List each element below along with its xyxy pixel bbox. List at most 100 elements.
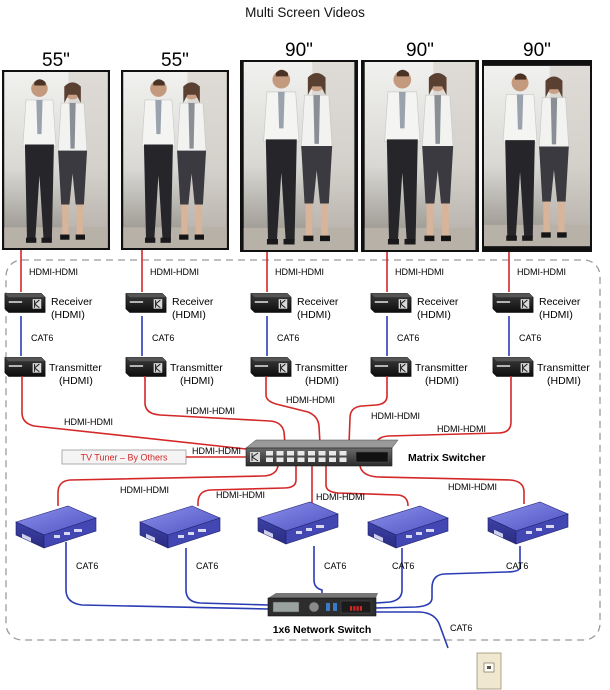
transmitter-sublabel: (HDMI): [425, 375, 459, 387]
receiver-sublabel: (HDMI): [172, 309, 206, 321]
transmitter-label: Transmitter: [170, 362, 223, 374]
cat6-link-player4: [375, 548, 403, 604]
transmitter-sublabel: (HDMI): [59, 375, 93, 387]
transmitter-sublabel: (HDMI): [547, 375, 581, 387]
cat6-label-player5: CAT6: [506, 561, 528, 571]
display-column-5: 90"HDMI-HDMIReceiver(HDMI)CAT6Transmitte…: [482, 40, 592, 387]
hdmi-link-tx1: [21, 376, 247, 450]
cat6-link-player1: [65, 542, 269, 610]
matrix-button: [266, 457, 273, 462]
matrix-button: [318, 451, 326, 456]
matrix-button: [276, 457, 284, 462]
receiver-device: [125, 292, 167, 314]
matrix-button: [297, 457, 305, 462]
receiver-sublabel: (HDMI): [539, 309, 573, 321]
display-column-2: 55"HDMI-HDMIReceiver(HDMI)CAT6Transmitte…: [121, 50, 229, 387]
receiver-label: Receiver: [51, 296, 93, 308]
cat6-label-player3: CAT6: [324, 561, 346, 571]
hdmi-label-screen: HDMI-HDMI: [29, 267, 78, 277]
cat6-label-rx-tx: CAT6: [277, 333, 299, 343]
cat6-label-rx-tx: CAT6: [152, 333, 174, 343]
media-player-1: [15, 505, 97, 549]
cat6-label-rx-tx: CAT6: [31, 333, 53, 343]
cat6-label-rx-tx: CAT6: [397, 333, 419, 343]
hdmi-label-tuner: HDMI-HDMI: [192, 446, 241, 456]
screen-size-label: 90": [406, 40, 434, 61]
transmitter-device: [492, 356, 534, 378]
matrix-switcher: [245, 439, 399, 467]
transmitter-label: Transmitter: [537, 362, 590, 374]
transmitter-device: [250, 356, 292, 378]
hdmi-link-tx2: [144, 376, 286, 445]
display-column-3: 90"HDMI-HDMIReceiver(HDMI)CAT6Transmitte…: [240, 40, 358, 387]
hdmi-link-tx4: [348, 376, 388, 445]
hdmi-label-player4: HDMI-HDMI: [316, 492, 365, 502]
display-column-1: 55"HDMI-HDMIReceiver(HDMI)CAT6Transmitte…: [2, 50, 110, 387]
matrix-button: [308, 451, 315, 456]
matrix-button: [329, 457, 336, 462]
matrix-button: [318, 457, 326, 462]
hdmi-link-player4: [325, 466, 409, 507]
hdmi-link-player1: [57, 465, 279, 506]
matrix-button: [308, 457, 315, 462]
hdmi-label-tx1: HDMI-HDMI: [64, 417, 113, 427]
hdmi-label-tx2: HDMI-HDMI: [186, 406, 235, 416]
wall-network-jack-icon: [476, 652, 502, 690]
cat6-link-player3: [313, 546, 323, 597]
media-player-4: [367, 505, 449, 549]
receiver-sublabel: (HDMI): [417, 309, 451, 321]
receiver-device: [370, 292, 412, 314]
hdmi-label-screen: HDMI-HDMI: [517, 267, 566, 277]
matrix-button: [339, 457, 347, 462]
cat6-label-player4: CAT6: [392, 561, 414, 571]
receiver-label: Receiver: [417, 296, 459, 308]
cat6-label-player1: CAT6: [76, 561, 98, 571]
transmitter-sublabel: (HDMI): [180, 375, 214, 387]
system-boundary: [5, 259, 601, 641]
display-content-image: [364, 62, 476, 250]
hdmi-label-player5: HDMI-HDMI: [448, 482, 497, 492]
hdmi-label-tx4: HDMI-HDMI: [371, 411, 420, 421]
display-content-image: [484, 65, 590, 247]
cat6-label-rx-tx: CAT6: [519, 333, 541, 343]
media-player-5: [487, 501, 569, 545]
cat6-label-uplink: CAT6: [450, 623, 472, 633]
matrix-button: [329, 451, 336, 456]
hdmi-label-screen: HDMI-HDMI: [395, 267, 444, 277]
hdmi-label-tx3: HDMI-HDMI: [286, 395, 335, 405]
matrix-button: [287, 451, 294, 456]
receiver-device: [492, 292, 534, 314]
hdmi-label-player2: HDMI-HDMI: [216, 490, 265, 500]
transmitter-device: [125, 356, 167, 378]
hdmi-label-tx5: HDMI-HDMI: [437, 424, 486, 434]
cat6-label-player2: CAT6: [196, 561, 218, 571]
receiver-label: Receiver: [297, 296, 339, 308]
receiver-device: [250, 292, 292, 314]
tv-tuner-label: TV Tuner – By Others: [80, 453, 168, 463]
matrix-button: [266, 451, 273, 456]
screen-size-label: 90": [523, 40, 551, 61]
hdmi-label-screen: HDMI-HDMI: [150, 267, 199, 277]
hdmi-link-player5: [359, 465, 525, 504]
transmitter-sublabel: (HDMI): [305, 375, 339, 387]
tv-tuner: TV Tuner – By Others: [61, 449, 187, 465]
matrix-button: [297, 451, 305, 456]
network-switch: ▮▮▮▮: [267, 593, 378, 617]
screen-size-label: 55": [161, 50, 189, 71]
display-content-image: [243, 62, 355, 250]
display-content-image: [123, 72, 227, 248]
cat6-link-player2: [185, 548, 269, 606]
screen-size-label: 55": [42, 50, 70, 71]
receiver-label: Receiver: [539, 296, 581, 308]
cat6-link-player5: [375, 546, 521, 609]
receiver-sublabel: (HDMI): [297, 309, 331, 321]
matrix-button: [287, 457, 294, 462]
switch-display-icon: ▮▮▮▮: [349, 606, 362, 612]
cat6-link-uplink: [376, 611, 449, 649]
hdmi-link-tx3: [265, 376, 321, 445]
transmitter-device: [4, 356, 46, 378]
display-column-4: 90"HDMI-HDMIReceiver(HDMI)CAT6Transmitte…: [361, 40, 479, 387]
display-content-image: [4, 72, 108, 248]
network-switch-label: 1x6 Network Switch: [273, 624, 372, 636]
